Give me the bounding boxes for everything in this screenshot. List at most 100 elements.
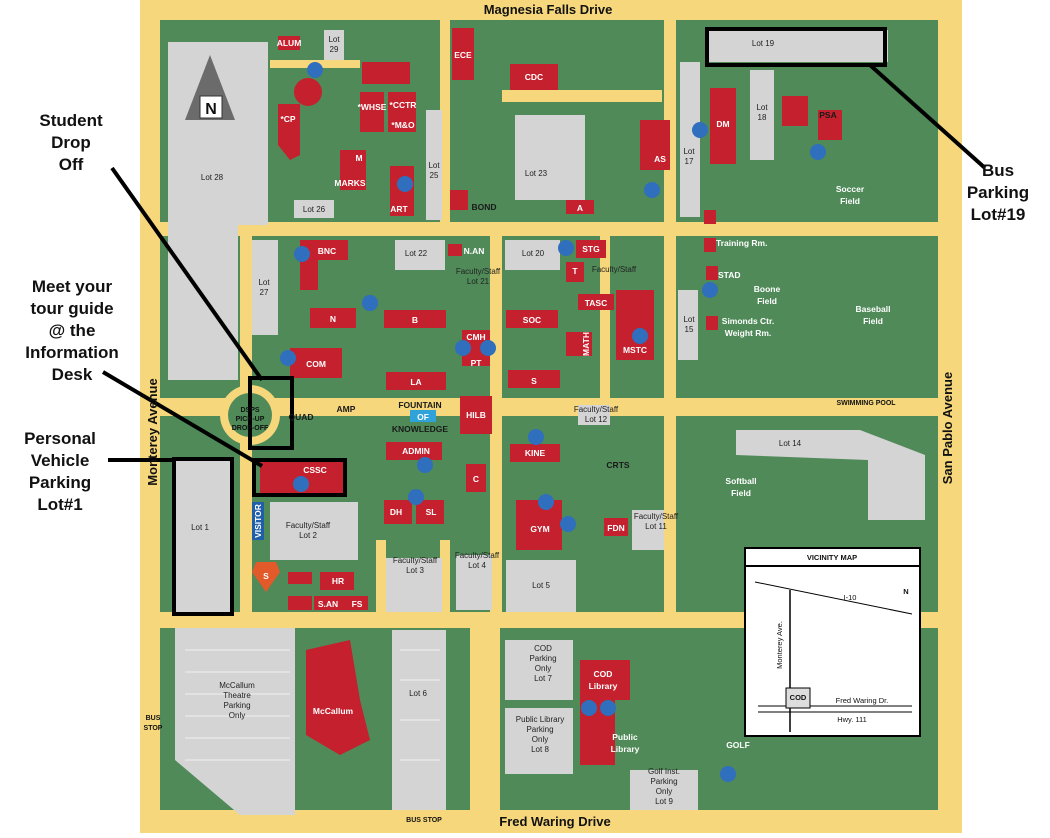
bld-dm — [710, 88, 736, 164]
bld-small-3 — [706, 266, 718, 280]
annotation-tour-guide-line-3: @ the — [49, 321, 96, 340]
vicinity-map — [744, 547, 921, 737]
label-lot8-line-2: Parking — [526, 725, 553, 734]
label-bus-stop-west-line-1: BUS — [146, 715, 161, 722]
label-crts: CRTS — [606, 460, 629, 470]
label-t: T — [572, 266, 578, 276]
annotation-personal-parking-line-1: Personal — [24, 429, 96, 448]
label-stad: STAD — [718, 270, 741, 280]
lot-20 — [505, 240, 560, 270]
label-ece: ECE — [454, 50, 472, 60]
label-dsps-line-1: DSPS — [240, 407, 259, 414]
label-lot19: Lot 19 — [752, 39, 775, 48]
label-tasc: TASC — [585, 298, 608, 308]
label-boone-line-2: Field — [757, 296, 777, 306]
label-simonds: Simonds Ctr. Weight Rm. — [722, 316, 774, 338]
label-lot8-line-3: Only — [532, 735, 548, 744]
vicinity-hwy: Hwy. 111 — [837, 715, 867, 724]
annotation-tour-guide-line-2: tour guide — [30, 299, 113, 318]
label-training: Training Rm. — [716, 238, 767, 248]
restroom-icon — [702, 282, 718, 298]
label-amp: AMP — [337, 404, 356, 414]
label-as: AS — [654, 154, 666, 164]
lot-12 — [578, 405, 610, 425]
label-mccallum-lot-line-1: McCallum — [219, 681, 255, 690]
lot-17 — [680, 62, 700, 217]
label-simonds-line-1: Simonds Ctr. — [722, 316, 774, 326]
label-cod-library-line-2: Library — [589, 681, 618, 691]
label-mstc: MSTC — [623, 345, 647, 355]
label-lot7-line-3: Only — [535, 664, 551, 673]
label-pt: PT — [471, 358, 483, 368]
vicinity-cod: COD — [790, 693, 807, 702]
bld-com — [290, 348, 342, 378]
label-simonds-line-2: Weight Rm. — [725, 328, 772, 338]
restroom-icon — [810, 144, 826, 160]
bld-cctr — [388, 92, 416, 132]
label-fdn: FDN — [607, 523, 624, 533]
lot-9 — [630, 770, 698, 810]
lot-7 — [505, 640, 573, 700]
restroom-icon — [600, 700, 616, 716]
label-n: N — [330, 314, 336, 324]
annotation-drop-off-line-3: Off — [59, 155, 84, 174]
label-dsps-line-2: PICK-UP — [236, 416, 265, 423]
label-stg: STG — [582, 244, 600, 254]
annotation-drop-off-line-1: Student — [39, 111, 103, 130]
label-fountain-of: OF — [417, 412, 429, 422]
lot-15 — [678, 290, 698, 360]
bld-hr — [320, 572, 354, 590]
bld-small-2 — [704, 238, 716, 252]
label-bond: BOND — [471, 202, 496, 212]
label-cdc: CDC — [525, 72, 543, 82]
label-public-library-line-1: Public — [612, 732, 638, 742]
annotation-pointers — [101, 63, 987, 468]
restroom-icon — [455, 340, 471, 356]
lot-23 — [515, 115, 585, 200]
lot-mccallum — [175, 628, 295, 815]
label-lot11-line-2: Lot 11 — [645, 522, 667, 531]
bld-math — [566, 332, 592, 356]
restroom-icon — [538, 494, 554, 510]
label-lot17-line-1: Lot — [683, 147, 695, 156]
label-art: ART — [390, 204, 408, 214]
restroom-icon — [720, 766, 736, 782]
bld-alum — [278, 36, 300, 50]
label-lot29-line-2: 29 — [330, 45, 339, 54]
label-fountain-top: FOUNTAIN — [398, 400, 441, 410]
label-lot4-line-1: Faculty/Staff — [455, 551, 500, 560]
bld-stg — [576, 240, 606, 258]
bld-ece — [452, 28, 474, 80]
parking-lots — [168, 30, 925, 815]
compass-label: N — [205, 101, 217, 118]
label-lot3-line-2: Lot 3 — [406, 566, 424, 575]
lot-28 — [168, 42, 268, 380]
lot-5 — [506, 560, 576, 612]
label-lot20: Lot 20 — [522, 249, 545, 258]
label-lot2-line-2: Lot 2 — [299, 531, 317, 540]
annotation-bus-parking-line-2: Parking — [967, 183, 1029, 202]
label-a: A — [577, 203, 583, 213]
label-security: S — [263, 571, 269, 581]
bld-san-2 — [288, 596, 312, 610]
bld-nan — [448, 244, 462, 256]
bld-bnc — [300, 240, 348, 260]
vicinity-north: N — [903, 587, 908, 596]
lot-4 — [456, 555, 492, 610]
label-c: C — [473, 474, 479, 484]
lot-18 — [750, 70, 774, 160]
label-lot26: Lot 26 — [303, 205, 326, 214]
